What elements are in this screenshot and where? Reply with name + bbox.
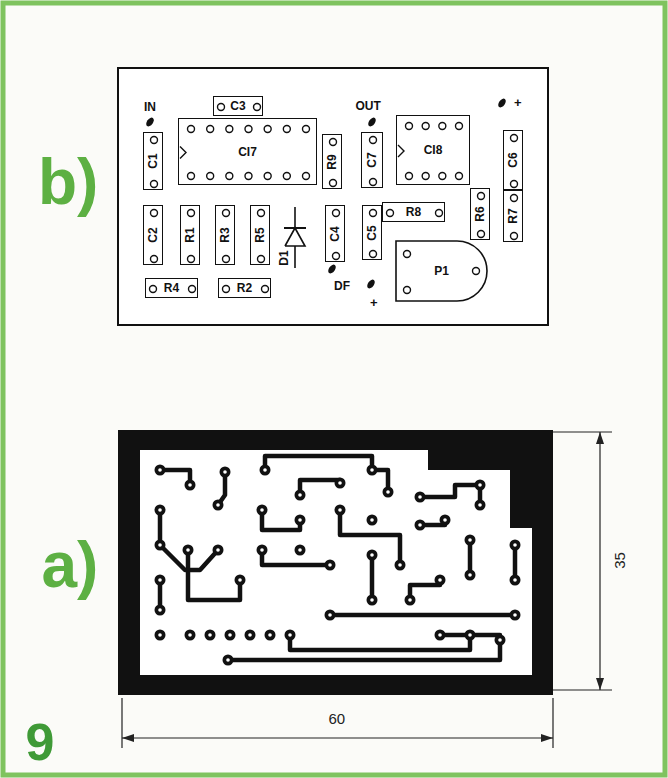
- dimension: 60: [329, 711, 346, 726]
- part-label: P1: [434, 265, 449, 277]
- part-label: R9: [326, 154, 338, 169]
- signal-name: OUT: [356, 100, 381, 112]
- resistor-box: R6: [470, 188, 490, 240]
- resistor-box: R2: [218, 278, 271, 298]
- part-label: C7: [366, 152, 378, 167]
- signal-name: IN: [144, 101, 156, 113]
- resistor-box: R4: [145, 278, 198, 298]
- part-label: C6: [507, 152, 519, 167]
- part-label: CI8: [424, 144, 443, 156]
- part-label: C4: [329, 226, 341, 241]
- terminal-pad: [367, 116, 378, 128]
- part-label: R1: [184, 227, 196, 242]
- ic-package: CI8: [396, 115, 470, 185]
- supply-mark: +: [370, 296, 378, 309]
- part-label: C5: [366, 225, 378, 240]
- capacitor-box: C2: [143, 205, 163, 265]
- part-name: D1: [277, 250, 289, 265]
- dimension-lines: [122, 432, 612, 748]
- figure-part-letter: b): [38, 150, 98, 214]
- resistor-box: R3: [215, 205, 235, 265]
- capacitor-box: C6: [503, 130, 523, 190]
- part-label: C1: [147, 153, 159, 168]
- signal-name: DF: [334, 280, 350, 292]
- part-label: C2: [147, 227, 159, 242]
- terminal-pad: [366, 278, 377, 290]
- capacitor-box: C3: [213, 96, 263, 116]
- supply-mark: +: [514, 96, 522, 109]
- terminal-pad: [497, 97, 508, 109]
- part-label: R7: [507, 208, 519, 223]
- terminal-pad: [327, 263, 338, 275]
- part-label: R4: [164, 282, 179, 294]
- capacitor-box: C7: [361, 132, 383, 188]
- part-label: R6: [474, 206, 486, 221]
- part-label: R8: [406, 206, 421, 218]
- board-outline: [118, 68, 548, 325]
- resistor-box: R5: [250, 205, 270, 265]
- copper-layout: [118, 430, 553, 695]
- resistor-box: R9: [322, 134, 342, 189]
- part-label: R3: [219, 227, 231, 242]
- ic-package: CI7: [178, 118, 317, 185]
- resistor-box: R8: [382, 202, 445, 222]
- part-label: R5: [254, 227, 266, 242]
- resistor-box: R7: [503, 190, 523, 242]
- part-label: CI7: [238, 146, 257, 158]
- resistor-box: R1: [180, 205, 200, 265]
- dimension: 35: [611, 552, 626, 569]
- capacitor-box: C4: [325, 205, 345, 262]
- capacitor-box: C5: [362, 205, 382, 260]
- part-label: C3: [230, 100, 245, 112]
- part-label: R2: [237, 282, 252, 294]
- capacitor-box: C1: [143, 132, 163, 190]
- potentiometer: P1: [395, 240, 488, 302]
- figure-number: 9: [26, 716, 55, 768]
- terminal-pad: [145, 116, 156, 128]
- figure-part-letter: a): [42, 533, 99, 597]
- frame: [3, 3, 665, 775]
